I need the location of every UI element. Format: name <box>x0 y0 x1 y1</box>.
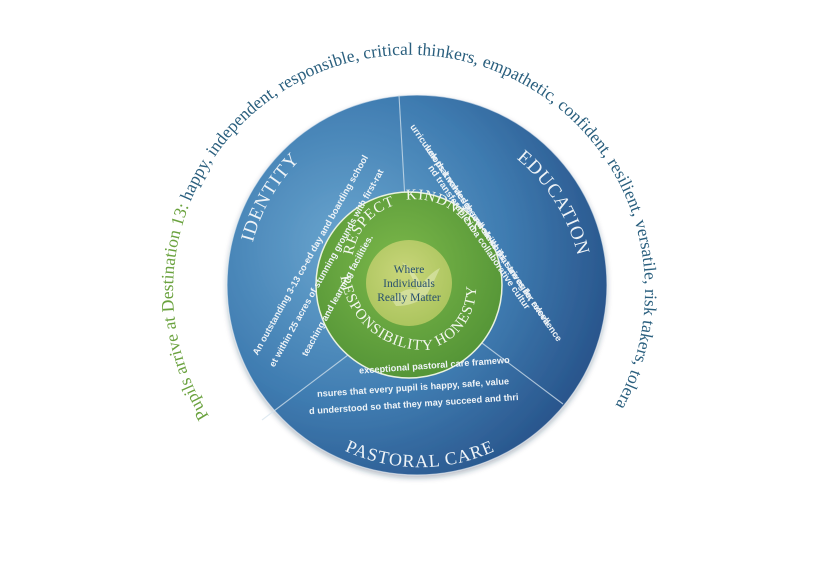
centre-line-1: Where <box>394 264 425 276</box>
sector-dividers <box>261 94 564 421</box>
centre-line-2: Individuals <box>383 278 435 290</box>
outer-ring-lead: Pupils arrive at Destination 13: <box>157 200 212 424</box>
dove-icon <box>392 262 440 306</box>
centre-line-3: Really Matter <box>377 292 441 304</box>
centre-circle <box>366 240 452 326</box>
